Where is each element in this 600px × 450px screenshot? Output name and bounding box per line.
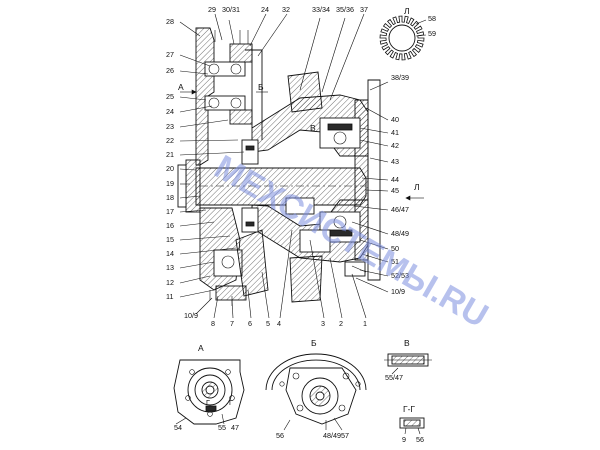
callout-label: 29 — [208, 5, 216, 14]
callout-label: 5 — [266, 319, 270, 328]
callout-label: 19 — [166, 179, 174, 188]
callout-label: 6 — [248, 319, 252, 328]
section-marker-a: А — [178, 82, 184, 92]
view-b-title: Б — [311, 338, 317, 348]
view-v-callout: 55/47 — [385, 373, 403, 382]
view-gg-title: Г-Г — [403, 404, 415, 414]
callout-label: 3 — [321, 319, 325, 328]
view-gg-callout-9: 9 — [402, 435, 406, 444]
callout-label: 24 — [261, 5, 269, 14]
callout-label: 37 — [360, 5, 368, 14]
view-a-title: А — [198, 343, 204, 353]
callout-label: 26 — [166, 66, 174, 75]
view-a-callout-55: 55 — [218, 423, 226, 432]
callout-label: 22 — [166, 136, 174, 145]
callout-label: 33/34 — [312, 5, 330, 14]
callout-label: 20 — [166, 164, 174, 173]
callout-label: 23 — [166, 122, 174, 131]
view-v-title: В — [404, 338, 410, 348]
callout-label: 13 — [166, 263, 174, 272]
callout-label: 28 — [166, 17, 174, 26]
spline-gear-view: Л 58 59 — [379, 6, 436, 61]
top-callouts: 29 30/31 24 32 33/34 35/36 37 — [208, 5, 368, 14]
callout-label: 46/47 — [391, 205, 409, 214]
callout-label: 43 — [391, 157, 399, 166]
section-marker-l: Л — [414, 182, 420, 192]
callout-label: 1 — [363, 319, 367, 328]
view-a-cut-left: Г — [206, 398, 210, 407]
section-marker-b: Б — [258, 82, 264, 92]
callout-label: 51 — [391, 257, 399, 266]
callout-label: 45 — [391, 186, 399, 195]
callout-label: 2 — [339, 319, 343, 328]
view-a: А Г Г 54 55 47 — [173, 343, 245, 432]
right-callouts: 38/39 40 41 42 43 44 45 46/47 48/49 50 5… — [391, 73, 409, 296]
callout-label: 7 — [230, 319, 234, 328]
callout-label: 17 — [166, 207, 174, 216]
gear-view-title: Л — [404, 6, 410, 16]
callout-label: 35/36 — [336, 5, 354, 14]
callout-label: 42 — [391, 141, 399, 150]
callout-label: 44 — [391, 175, 399, 184]
callout-label: 27 — [166, 50, 174, 59]
callout-label: 25 — [166, 92, 174, 101]
callout-label: 18 — [166, 193, 174, 202]
callout-label: 52/53 — [391, 271, 409, 280]
callout-label: 32 — [282, 5, 290, 14]
callout-label: 24 — [166, 107, 174, 116]
callout-label: 14 — [166, 249, 174, 258]
callout-label: 38/39 — [391, 73, 409, 82]
callout-label: 21 — [166, 150, 174, 159]
callout-label: 10/9 — [391, 287, 405, 296]
callout-label: 48/49 — [391, 229, 409, 238]
callout-label: 4 — [277, 319, 281, 328]
callout-label: 16 — [166, 221, 174, 230]
view-a-cut-right: Г — [229, 398, 233, 407]
callout-label: 40 — [391, 115, 399, 124]
view-b-callout-48-49: 48/49 — [323, 431, 341, 440]
bottom-callouts: 8 7 6 5 4 3 2 1 — [211, 319, 367, 328]
callout-label: 12 — [166, 278, 174, 287]
callout-label: 10/9 — [184, 311, 198, 320]
callout-label: 50 — [391, 244, 399, 253]
view-b: Б 56 48/49 57 — [265, 338, 367, 440]
gear-callout-58: 58 — [428, 14, 436, 23]
callout-label: 15 — [166, 235, 174, 244]
view-b-callout-56: 56 — [276, 431, 284, 440]
view-gg-callout-56: 56 — [416, 435, 424, 444]
view-g-g: Г-Г 9 56 — [399, 404, 425, 444]
section-marker-v: В — [310, 123, 316, 133]
callout-label: 11 — [166, 292, 173, 301]
view-a-callout-54: 54 — [174, 423, 182, 432]
view-a-callout-47: 47 — [231, 423, 239, 432]
main-section-view — [177, 13, 424, 319]
view-v: В 55/47 — [384, 338, 432, 382]
gear-callout-59: 59 — [428, 29, 436, 38]
callout-label: 30/31 — [222, 5, 240, 14]
left-callouts: 28 27 26 25 24 23 22 21 20 19 18 17 16 1… — [166, 17, 198, 320]
callout-label: 41 — [391, 128, 399, 137]
view-b-callout-57: 57 — [341, 431, 349, 440]
callout-label: 8 — [211, 319, 215, 328]
